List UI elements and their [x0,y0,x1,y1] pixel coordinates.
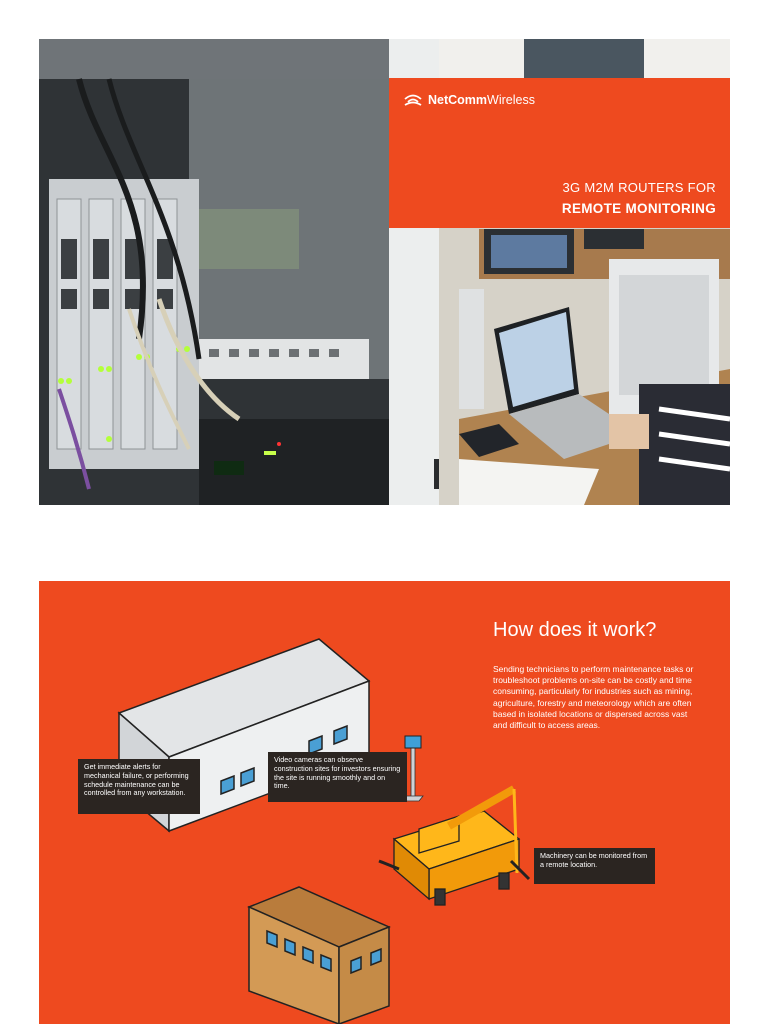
how-body: Sending technicians to perform maintenan… [493,664,694,731]
logo-text-bold: NetComm [428,93,488,107]
callout-alerts: Get immediate alerts for mechanical fail… [78,759,200,814]
camera-pole [402,735,424,802]
callout-machinery: Machinery can be monitored from a remote… [534,848,655,884]
how-it-works-panel: How does it work? Sending technicians to… [39,581,730,1024]
hero-subtitle: 3G M2M ROUTERS FOR [562,180,716,195]
hero-title: REMOTE MONITORING [561,201,716,216]
logo-text-light: Wireless [487,93,535,107]
crane-machine [378,785,531,906]
how-title: How does it work? [493,619,657,641]
small-building [247,886,391,1024]
callout-cameras: Video cameras can observe construction s… [268,752,407,802]
netcomm-logo-icon [404,94,422,106]
